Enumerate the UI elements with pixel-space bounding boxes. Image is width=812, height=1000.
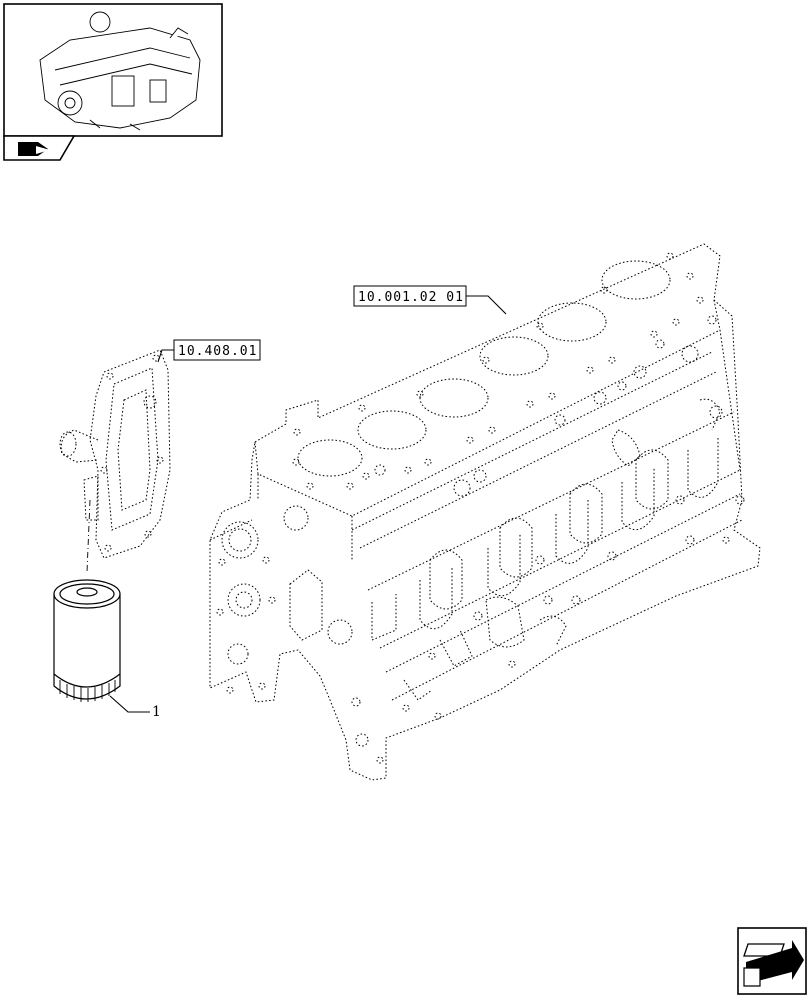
assembly-centerline <box>86 499 91 573</box>
book-arrow-icon[interactable] <box>3 135 76 161</box>
engine-block-drawing <box>209 243 761 781</box>
cover-reference-label[interactable]: 10.408.01 <box>157 339 261 363</box>
oil-filter-drawing <box>53 579 121 702</box>
filter-callout-number: 1 <box>152 704 161 720</box>
filter-callout: 1 <box>109 695 161 720</box>
cover-reference-text: 10.408.01 <box>178 344 257 359</box>
engine-thumbnail-icon[interactable] <box>3 3 223 137</box>
block-reference-label[interactable]: 10.001.02 01 <box>353 285 507 315</box>
oil-cooler-cover-drawing <box>59 349 171 559</box>
next-page-arrow-icon[interactable] <box>737 927 807 995</box>
block-reference-text: 10.001.02 01 <box>358 290 464 305</box>
